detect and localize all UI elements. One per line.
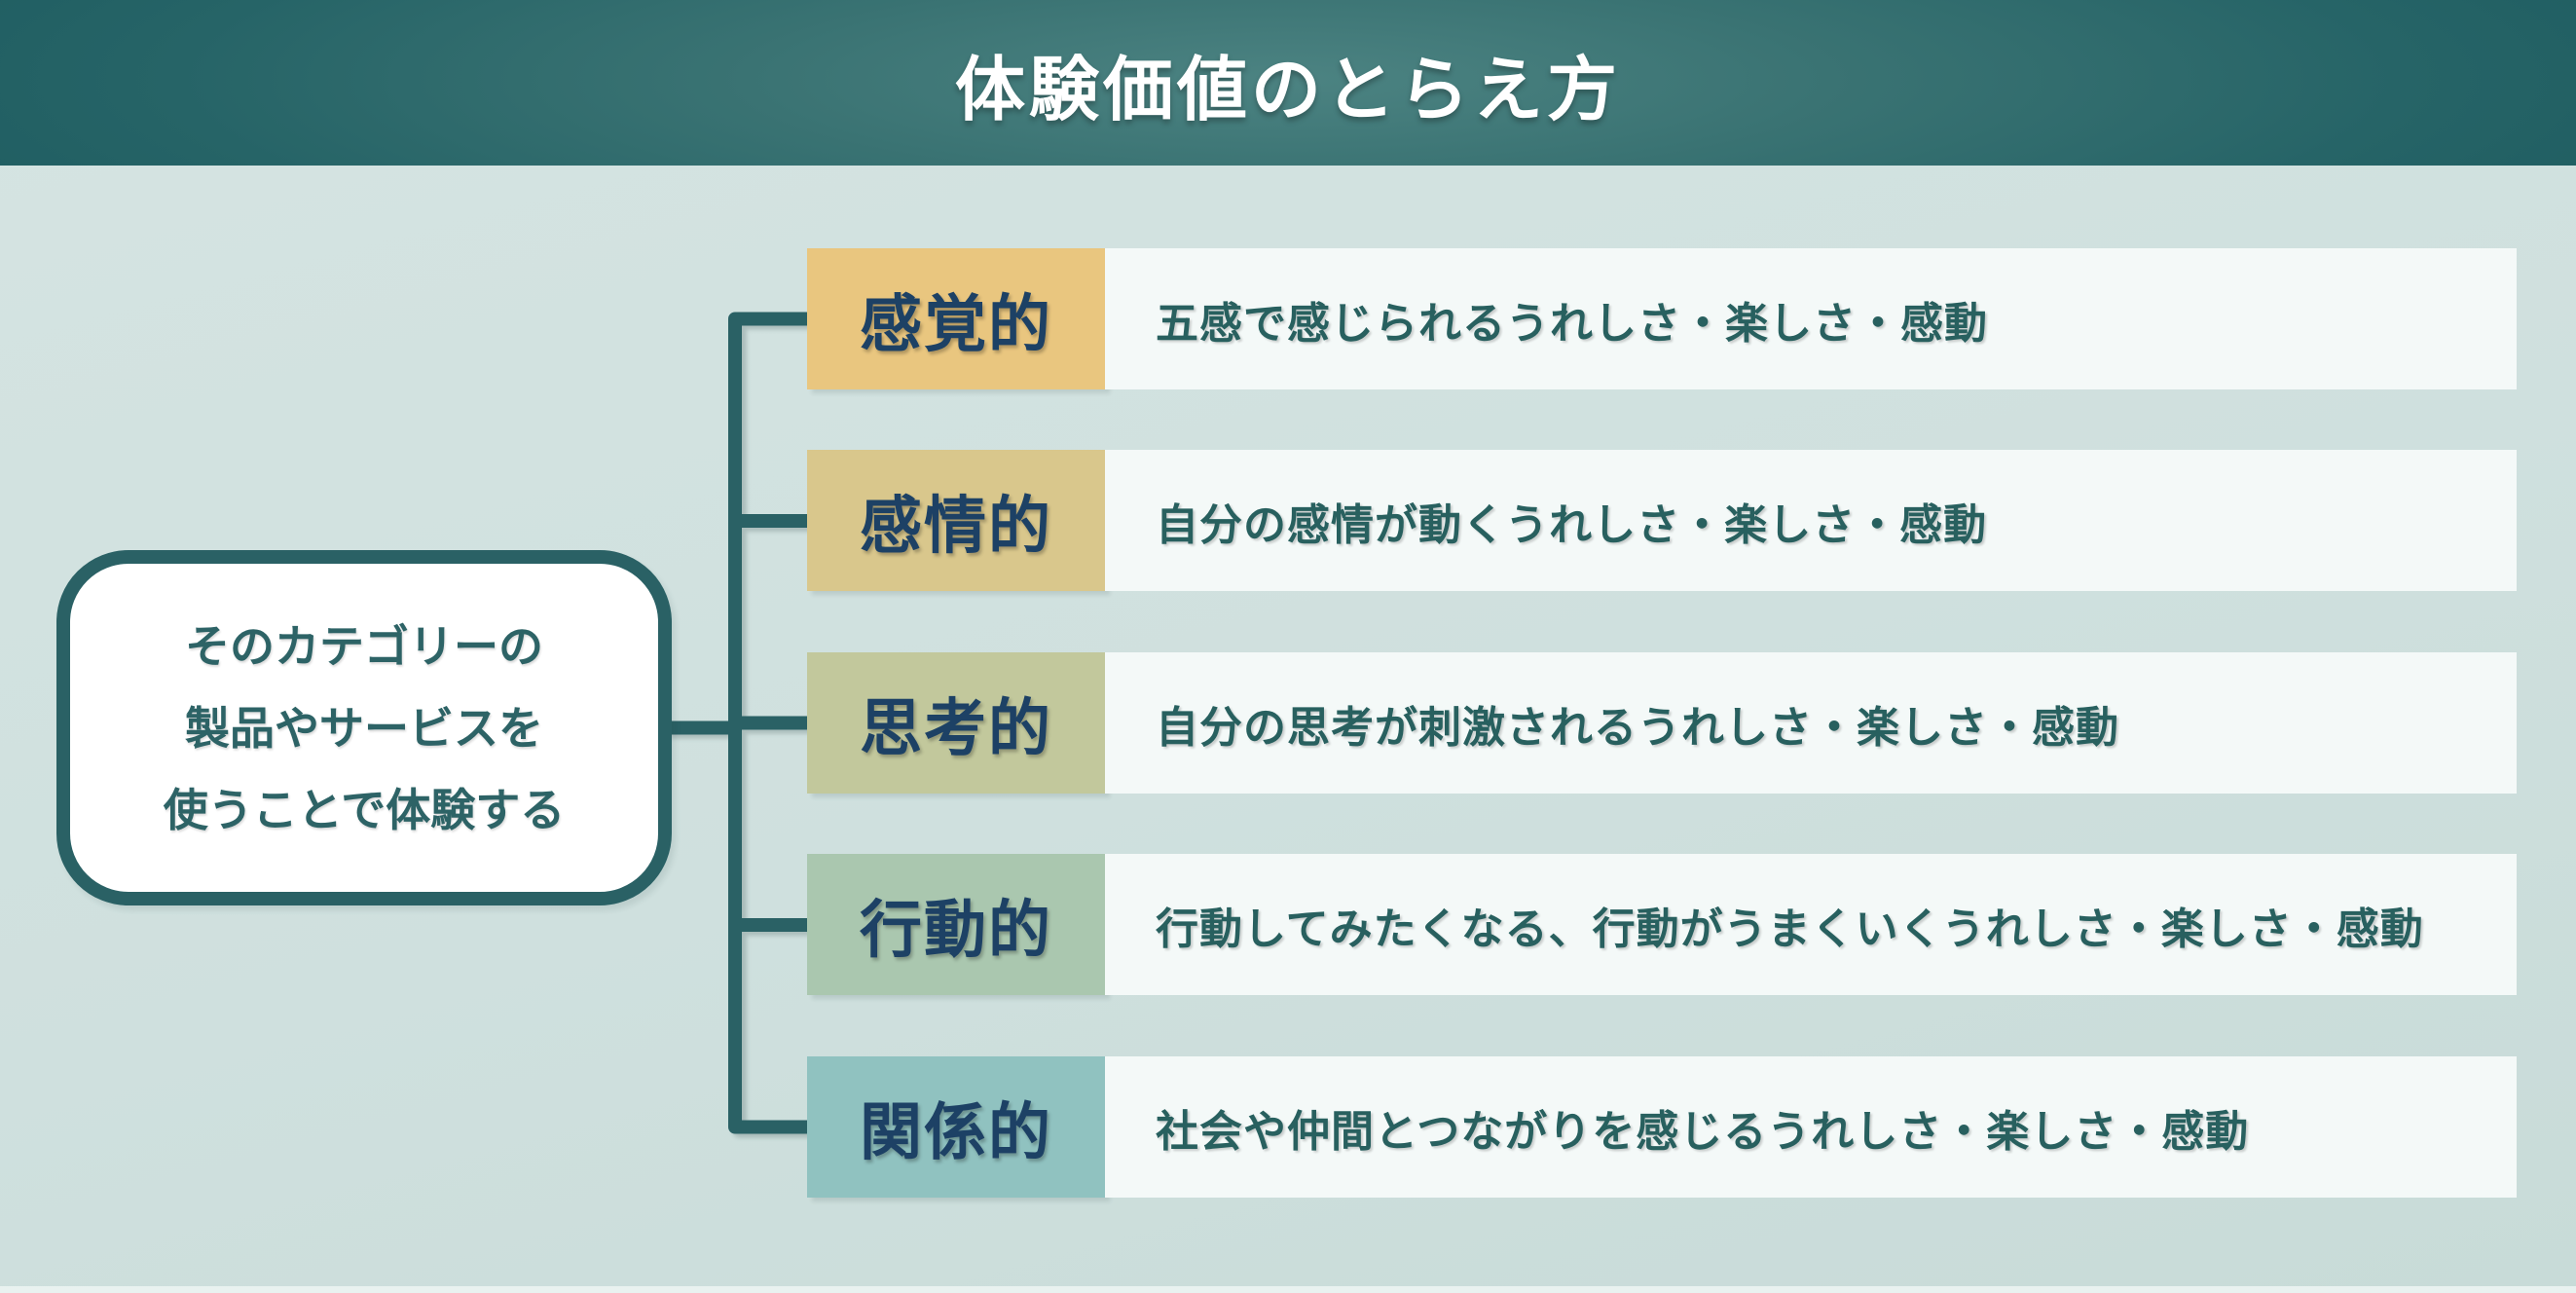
source-box: そのカテゴリーの 製品やサービスを 使うことで体験する [56, 550, 672, 905]
source-box-text: そのカテゴリーの 製品やサービスを 使うことで体験する [164, 606, 566, 851]
page-title: 体験価値のとらえ方 [954, 51, 1621, 129]
label-text-sensory: 感覚的 [860, 288, 1052, 359]
description-text-sensory: 五感で感じられるうれしさ・楽しさ・感動 [1156, 299, 1988, 348]
label-text-intellectual: 思考的 [860, 692, 1052, 763]
description-bar-relational: 社会や仲間とつながりを感じるうれしさ・楽しさ・感動 [1105, 1056, 2517, 1198]
row-behavioral: 行動的 行動してみたくなる、行動がうまくいくうれしさ・楽しさ・感動 [807, 854, 2517, 995]
label-text-behavioral: 行動的 [860, 894, 1052, 965]
description-text-relational: 社会や仲間とつながりを感じるうれしさ・楽しさ・感動 [1156, 1107, 2250, 1156]
label-box-sensory: 感覚的 [807, 248, 1105, 389]
row-intellectual: 思考的 自分の思考が刺激されるうれしさ・楽しさ・感動 [807, 652, 2517, 794]
label-box-relational: 関係的 [807, 1056, 1105, 1198]
header-bar: 体験価値のとらえ方 [0, 0, 2576, 166]
description-bar-sensory: 五感で感じられるうれしさ・楽しさ・感動 [1105, 248, 2517, 389]
label-text-emotional: 感情的 [860, 490, 1052, 561]
description-bar-emotional: 自分の感情が動くうれしさ・楽しさ・感動 [1105, 450, 2517, 591]
description-text-behavioral: 行動してみたくなる、行動がうまくいくうれしさ・楽しさ・感動 [1156, 905, 2424, 953]
source-line-3: 使うことで体験する [163, 784, 566, 835]
description-text-intellectual: 自分の思考が刺激されるうれしさ・楽しさ・感動 [1156, 703, 2119, 752]
description-bar-behavioral: 行動してみたくなる、行動がうまくいくうれしさ・楽しさ・感動 [1105, 854, 2517, 995]
label-box-emotional: 感情的 [807, 450, 1105, 591]
label-text-relational: 関係的 [860, 1096, 1052, 1167]
source-line-1: そのカテゴリーの [185, 620, 543, 672]
label-box-behavioral: 行動的 [807, 854, 1105, 995]
source-line-2: 製品やサービスを [185, 702, 543, 754]
bottom-edge-strip [0, 1286, 2576, 1293]
label-box-intellectual: 思考的 [807, 652, 1105, 794]
row-relational: 関係的 社会や仲間とつながりを感じるうれしさ・楽しさ・感動 [807, 1056, 2517, 1198]
description-text-emotional: 自分の感情が動くうれしさ・楽しさ・感動 [1156, 500, 1988, 549]
row-emotional: 感情的 自分の感情が動くうれしさ・楽しさ・感動 [807, 450, 2517, 591]
description-bar-intellectual: 自分の思考が刺激されるうれしさ・楽しさ・感動 [1105, 652, 2517, 794]
row-sensory: 感覚的 五感で感じられるうれしさ・楽しさ・感動 [807, 248, 2517, 389]
bracket-path [728, 312, 816, 1134]
